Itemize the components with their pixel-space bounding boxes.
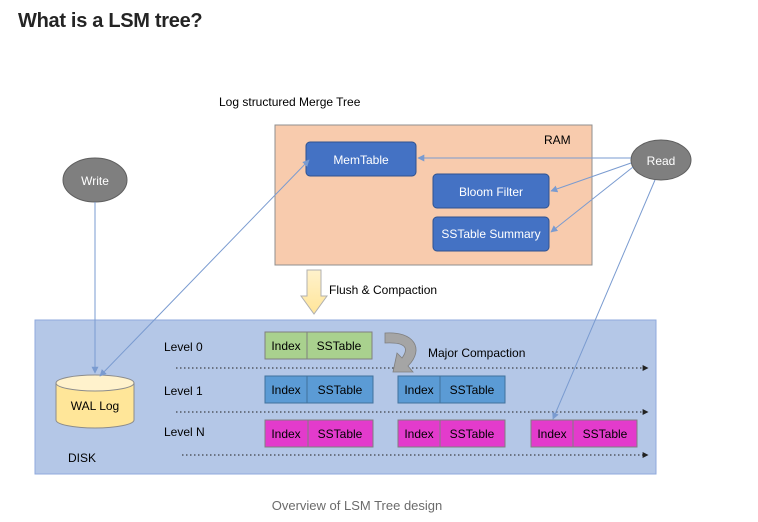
major-compaction-arrow-icon bbox=[384, 332, 417, 373]
level-n-block-1-index-label: Index bbox=[271, 427, 300, 441]
level-0-sstable-cell bbox=[306, 331, 373, 360]
memtable-box bbox=[305, 141, 417, 177]
level-1-block-1-sstable-label: SSTable bbox=[318, 383, 363, 397]
flush-label: Flush & Compaction bbox=[329, 283, 437, 297]
level-n-block-3-sstable-cell bbox=[572, 419, 638, 448]
level-n-block-1-sstable-label: SSTable bbox=[318, 427, 363, 441]
wal-memtable-arrow bbox=[99, 159, 310, 377]
flush-arrow-icon bbox=[300, 269, 328, 315]
ram-label: RAM bbox=[544, 133, 571, 147]
level-1-block-2-sstable-cell bbox=[439, 375, 506, 404]
page-title: What is a LSM tree? bbox=[18, 10, 203, 32]
diagram-heading: Log structured Merge Tree bbox=[219, 95, 361, 109]
read-label: Read bbox=[647, 154, 676, 168]
read-to-level-n-arrow bbox=[552, 179, 656, 420]
wal-log-label: WAL Log bbox=[71, 399, 119, 413]
bloom-filter-label: Bloom Filter bbox=[459, 185, 523, 199]
level-n-block-2-sstable-label: SSTable bbox=[450, 427, 495, 441]
level-1-block-2-index-label: Index bbox=[404, 383, 433, 397]
sstable-summary-box bbox=[432, 216, 550, 252]
level-1-block-1-index-label: Index bbox=[271, 383, 300, 397]
level-n-block-1-sstable-cell bbox=[307, 419, 374, 448]
level-n-block-3-index-cell bbox=[530, 419, 574, 448]
level-n-block-2-index-label: Index bbox=[404, 427, 433, 441]
read-to-sstable-summary-arrow bbox=[550, 166, 634, 233]
level-n-block-1-index-cell bbox=[264, 419, 309, 448]
disk-label: DISK bbox=[68, 451, 96, 465]
level-1-block-1-sstable-cell bbox=[306, 375, 374, 404]
bloom-filter-box bbox=[432, 173, 550, 209]
level-0-sstable-label: SSTable bbox=[317, 339, 362, 353]
level-1-block-2-sstable-label: SSTable bbox=[450, 383, 495, 397]
level-0-index-label: Index bbox=[271, 339, 300, 353]
write-label: Write bbox=[81, 174, 109, 188]
figure-caption: Overview of LSM Tree design bbox=[271, 498, 443, 513]
read-to-bloom-filter-arrow bbox=[550, 162, 632, 193]
level-1-block-1-index-cell bbox=[264, 375, 308, 404]
level-n-block-3-index-label: Index bbox=[537, 427, 566, 441]
level-n-label: Level N bbox=[164, 425, 205, 439]
memtable-label: MemTable bbox=[333, 153, 389, 167]
level-0-label: Level 0 bbox=[164, 340, 203, 354]
major-compaction-label: Major Compaction bbox=[428, 346, 525, 360]
level-n-block-2-index-cell bbox=[397, 419, 441, 448]
level-1-label: Level 1 bbox=[164, 384, 203, 398]
level-n-block-2-sstable-cell bbox=[439, 419, 506, 448]
level-n-block-3-sstable-label: SSTable bbox=[583, 427, 628, 441]
read-node bbox=[630, 139, 692, 181]
level-1-block-2-index-cell bbox=[397, 375, 441, 404]
wal-log-cylinder bbox=[55, 374, 135, 429]
sstable-summary-label: SSTable Summary bbox=[441, 227, 540, 241]
